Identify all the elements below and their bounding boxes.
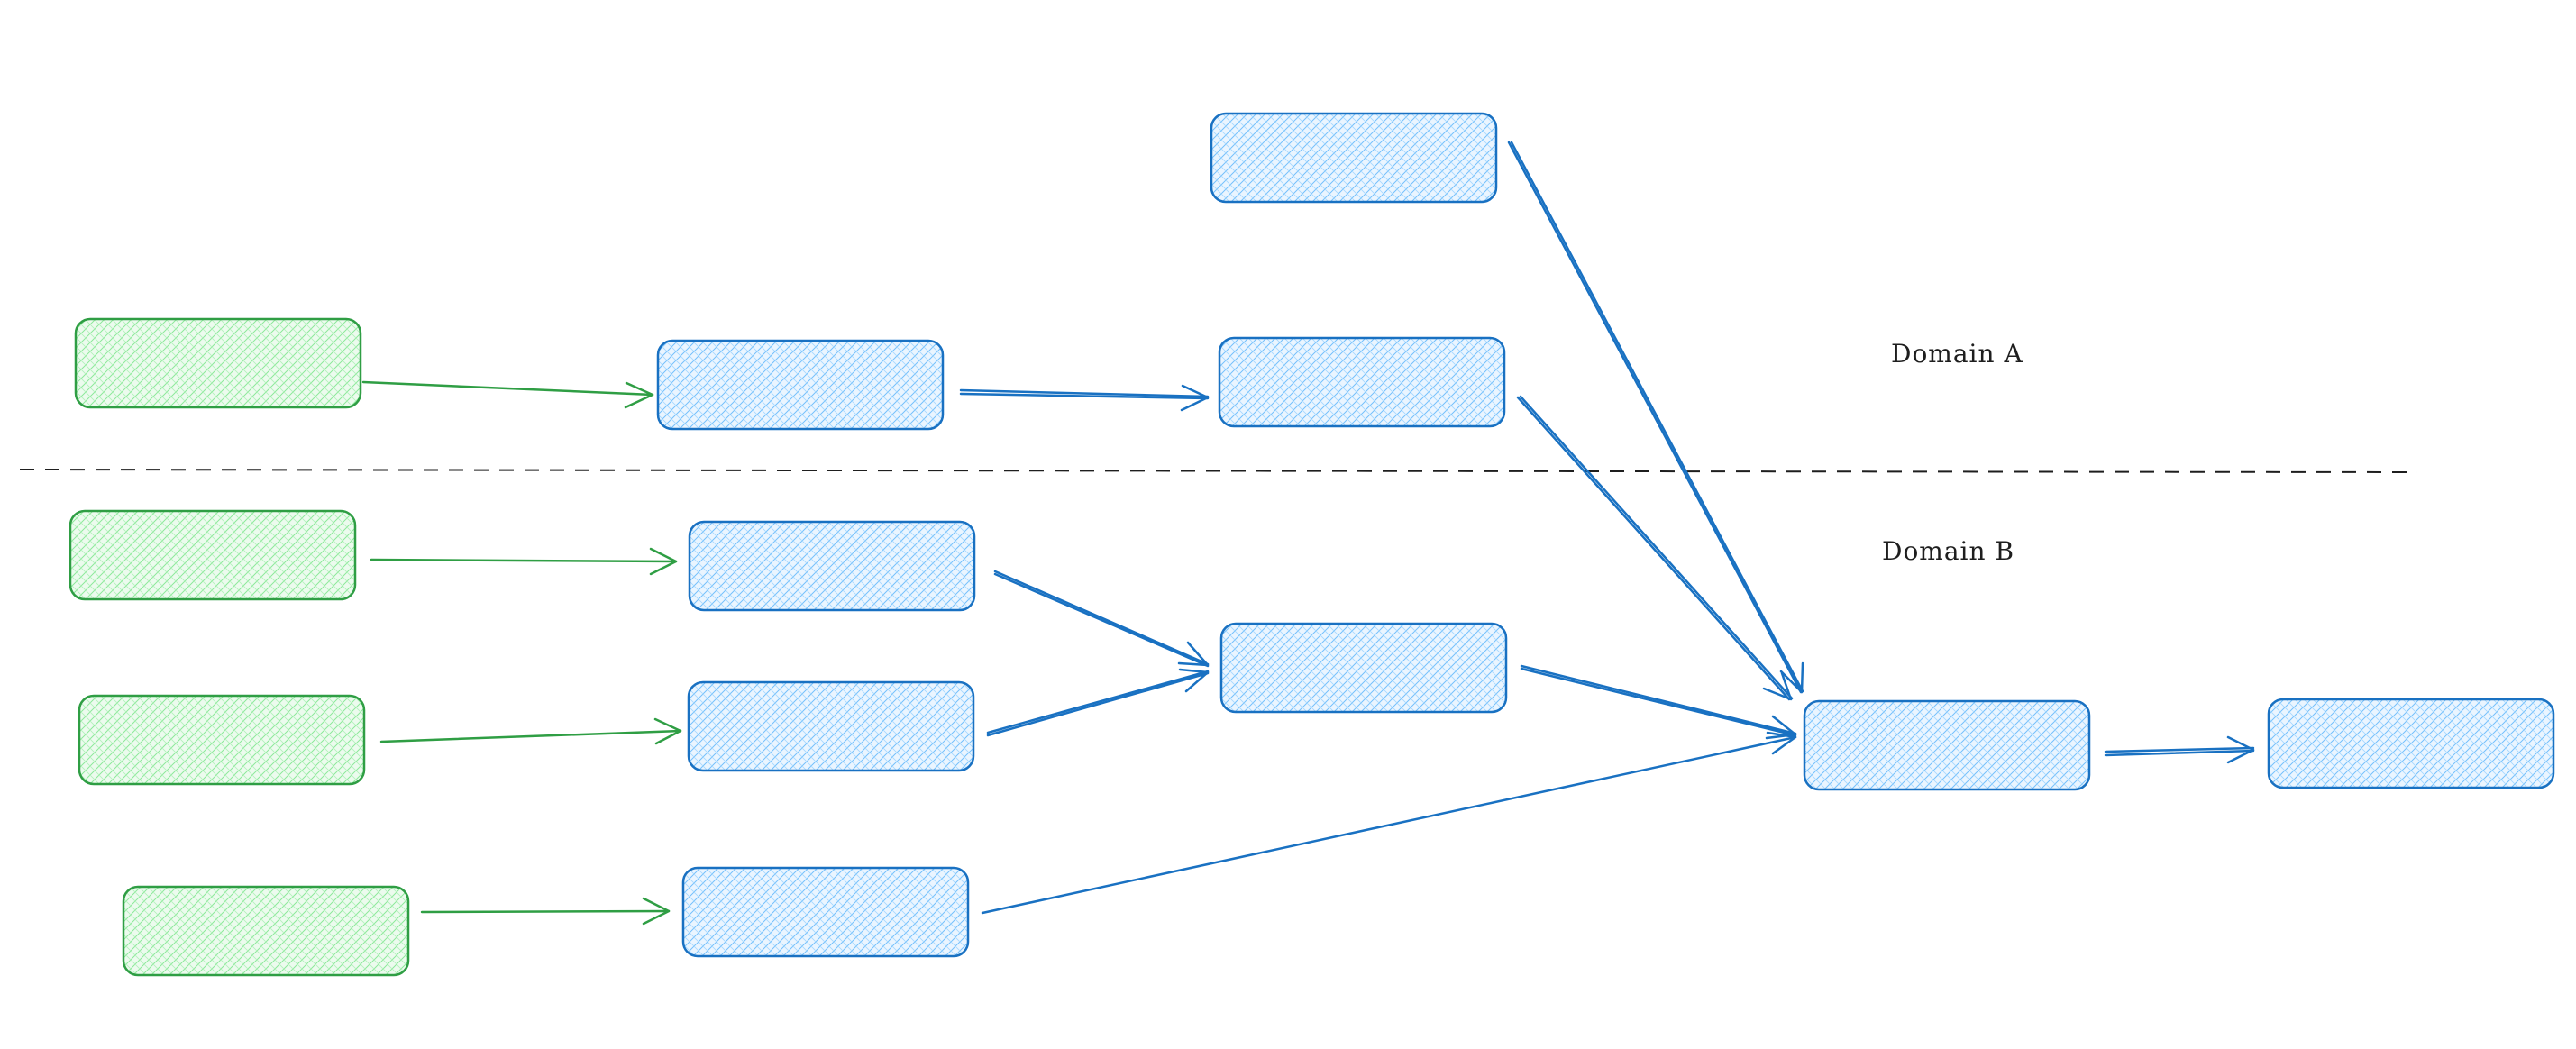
arrow-blue-b2-to-merge: [986, 668, 1210, 737]
arrow-blue-a2-to-aggregator: [1516, 395, 1794, 701]
blue-box-a-top[interactable]: [1210, 112, 1498, 204]
domain-b-label: Domain B: [1882, 536, 2014, 566]
green-box-1[interactable]: [74, 317, 362, 409]
blue-box-b-merge[interactable]: [1219, 622, 1508, 714]
domain-a-label: Domain A: [1891, 339, 2023, 369]
blue-box-b2[interactable]: [687, 680, 975, 772]
arrow-blue-a1-to-a2: [959, 384, 1210, 412]
arrow-blue-b1-to-merge: [993, 570, 1210, 668]
blue-box-output[interactable]: [2267, 698, 2555, 789]
blue-box-a2[interactable]: [1218, 336, 1506, 428]
arrow-blue-merge-to-aggregator: [1520, 664, 1797, 740]
arrow-green-3: [379, 717, 682, 745]
blue-box-b1[interactable]: [688, 520, 976, 612]
green-box-2[interactable]: [69, 509, 357, 601]
blue-box-b3[interactable]: [681, 866, 970, 958]
arrow-green-2: [370, 547, 678, 576]
arrow-blue-top-to-aggregator: [1507, 141, 1804, 694]
arrow-blue-aggregator-to-output: [2104, 735, 2255, 764]
blue-box-aggregator[interactable]: [1803, 699, 2091, 791]
arrow-green-4: [420, 897, 671, 926]
blue-box-a1[interactable]: [656, 339, 945, 431]
arrow-blue-b3-to-aggregator: [981, 731, 1797, 915]
arrow-green-1: [361, 380, 654, 409]
green-box-3[interactable]: [78, 694, 366, 786]
green-box-4[interactable]: [122, 885, 410, 977]
domain-divider: [19, 469, 2418, 473]
